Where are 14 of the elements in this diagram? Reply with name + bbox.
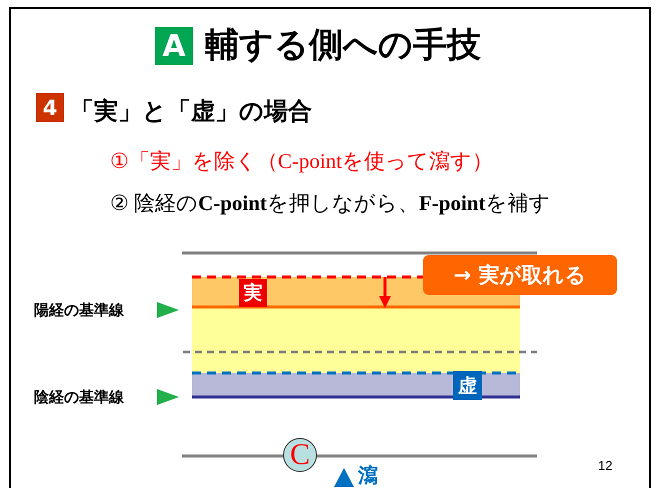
axis-label: 陽経の基準線 xyxy=(34,300,124,320)
marker-label: 瀉 xyxy=(358,462,378,488)
circle-marker: C xyxy=(283,438,317,472)
title: 輔する側への手技 xyxy=(205,24,481,66)
axis-label: 陰経の基準線 xyxy=(34,387,124,407)
heading: 「実」と「虚」の場合 xyxy=(70,96,312,126)
step-text: ② 陰経のC-pointを押しながら、F-pointを補す xyxy=(110,190,550,217)
page-number: 12 xyxy=(598,458,612,474)
callout-box: → 実が取れる xyxy=(423,255,617,295)
number-badge: 4 xyxy=(36,93,64,122)
tag: 虚 xyxy=(453,371,482,400)
tag: 実 xyxy=(239,279,267,307)
letter-badge: A xyxy=(155,27,193,65)
step-text: ①「実」を除く（C-pointを使って瀉す） xyxy=(110,148,493,175)
